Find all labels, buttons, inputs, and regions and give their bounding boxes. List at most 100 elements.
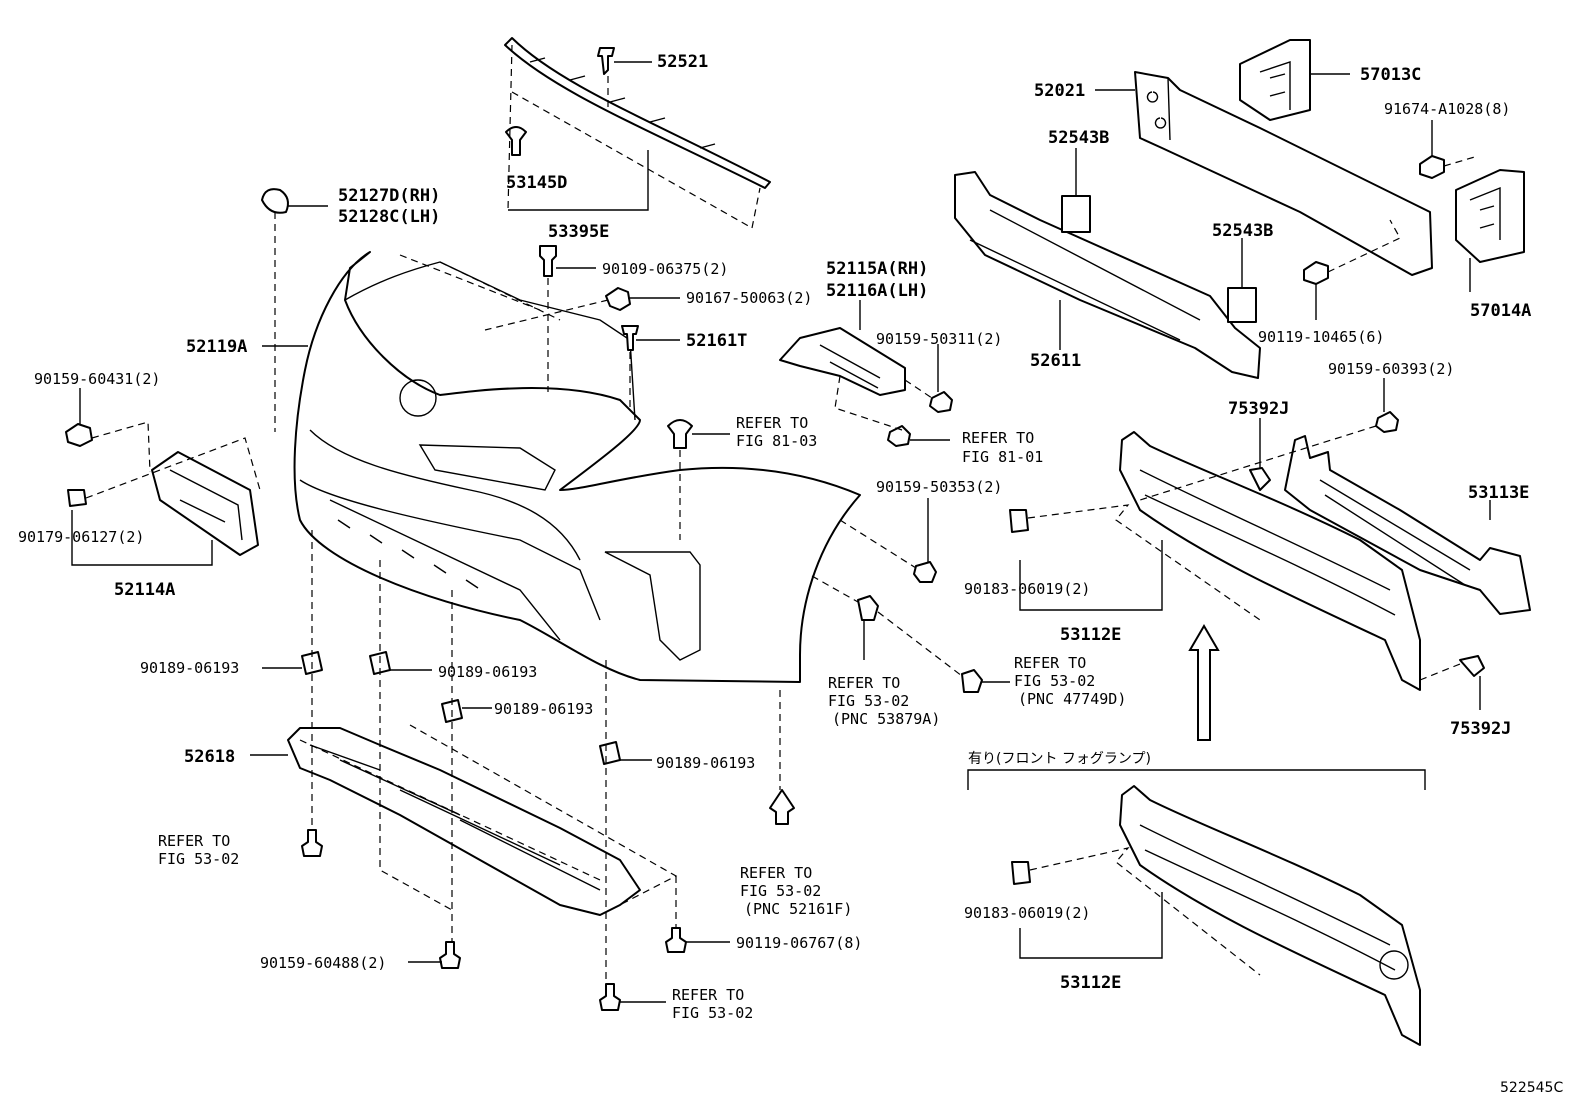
- bolt-91674-icon[interactable]: [1419, 155, 1445, 179]
- clip-52521-icon[interactable]: [597, 47, 615, 75]
- label-90183-2: 90183-06019(2): [964, 904, 1090, 922]
- bolt-90119-10465-icon[interactable]: [1303, 261, 1329, 285]
- label-fig-81-03: FIG 81-03: [736, 432, 817, 450]
- bolt-90159-50353-icon[interactable]: [913, 561, 937, 583]
- label-52115a: 52115A(RH): [826, 259, 928, 279]
- label-53112e-1: 53112E: [1060, 625, 1121, 645]
- label-90159-60431: 90159-60431(2): [34, 370, 160, 388]
- figure-code: 522545C: [1500, 1080, 1563, 1096]
- clip-47749d-icon[interactable]: [961, 669, 983, 693]
- label-refer-to-47749d: REFER TO: [1014, 654, 1086, 672]
- label-90179: 90179-06127(2): [18, 528, 144, 546]
- clip-75392j-2-icon[interactable]: [1459, 655, 1485, 677]
- bolt-90167-icon[interactable]: [605, 287, 631, 311]
- label-75392j-1: 75392J: [1228, 399, 1289, 419]
- label-fig-53-02-a: FIG 53-02: [828, 692, 909, 710]
- label-91674: 91674-A1028(8): [1384, 100, 1510, 118]
- label-90159-60488: 90159-60488(2): [260, 954, 386, 972]
- label-53112e-2: 53112E: [1060, 973, 1121, 993]
- bumper-cover-part[interactable]: [293, 251, 861, 683]
- label-52161t: 52161T: [686, 331, 747, 351]
- grille-53112e-upper-part[interactable]: [1119, 431, 1421, 691]
- grille-53112e-lower-part[interactable]: [1119, 785, 1421, 1046]
- clip-53879a-icon[interactable]: [857, 595, 879, 621]
- label-pnc-47749d: (PNC 47749D): [1018, 690, 1126, 708]
- label-52543b-1: 52543B: [1048, 128, 1109, 148]
- label-57013c: 57013C: [1360, 65, 1421, 85]
- label-53395e: 53395E: [548, 222, 609, 242]
- label-pnc-53879a: (PNC 53879A): [832, 710, 940, 728]
- label-90189-c: 90189-06193: [494, 700, 593, 718]
- label-fig-53-02-left: FIG 53-02: [158, 850, 239, 868]
- clip-75392j-1-icon[interactable]: [1249, 467, 1271, 491]
- up-arrow-icon: [1188, 624, 1220, 741]
- label-90119-06767: 90119-06767(8): [736, 934, 862, 952]
- bolt-90159-60488-icon[interactable]: [439, 941, 461, 969]
- label-refer-to-bottom: REFER TO: [672, 986, 744, 1004]
- label-fig-81-01: FIG 81-01: [962, 448, 1043, 466]
- side-bracket-52115a-part[interactable]: [779, 327, 906, 396]
- label-refer-to-8101: REFER TO: [962, 429, 1034, 447]
- label-90109: 90109-06375(2): [602, 260, 728, 278]
- label-refer-to-52161f: REFER TO: [740, 864, 812, 882]
- label-52611: 52611: [1030, 351, 1081, 371]
- label-52127d: 52127D(RH): [338, 186, 440, 206]
- nut-90183-1-icon[interactable]: [1009, 509, 1029, 533]
- label-52114a: 52114A: [114, 580, 175, 600]
- clip-90189-d-icon[interactable]: [599, 741, 621, 765]
- clip-52161f-icon[interactable]: [769, 789, 795, 825]
- label-90159-60393: 90159-60393(2): [1328, 360, 1454, 378]
- label-refer-to-53879a: REFER TO: [828, 674, 900, 692]
- bolt-fig5302-left-icon[interactable]: [301, 829, 323, 857]
- bracket-57014a-part[interactable]: [1455, 169, 1525, 263]
- label-fig-53-02-b: FIG 53-02: [1014, 672, 1095, 690]
- under-cover-52618-part[interactable]: [287, 727, 641, 916]
- label-57014a: 57014A: [1470, 301, 1531, 321]
- label-90189-b: 90189-06193: [438, 663, 537, 681]
- clip-52161t-icon[interactable]: [621, 325, 639, 351]
- license-bracket-part[interactable]: [151, 451, 259, 556]
- clip-fig8103-icon[interactable]: [667, 419, 693, 449]
- pad-52543b-2-part[interactable]: [1227, 287, 1257, 323]
- bracket-53113e-part[interactable]: [1284, 435, 1531, 615]
- label-52618: 52618: [184, 747, 235, 767]
- label-52521: 52521: [657, 52, 708, 72]
- label-53145d: 53145D: [506, 173, 567, 193]
- label-refer-to-left: REFER TO: [158, 832, 230, 850]
- label-refer-to-8103: REFER TO: [736, 414, 808, 432]
- label-52128c: 52128C(LH): [338, 207, 440, 227]
- label-fig-53-02-c: FIG 53-02: [740, 882, 821, 900]
- bolt-90159-60393-icon[interactable]: [1375, 411, 1399, 433]
- nut-90179-icon[interactable]: [67, 489, 87, 507]
- bolt-90159-50311-icon[interactable]: [929, 391, 953, 413]
- bolt-fig8101-icon[interactable]: [887, 425, 911, 447]
- label-52021: 52021: [1034, 81, 1085, 101]
- bolt-fig5302-bottom-icon[interactable]: [599, 983, 621, 1011]
- label-52119a: 52119A: [186, 337, 247, 357]
- label-90159-50311: 90159-50311(2): [876, 330, 1002, 348]
- washer-cap-52127d-icon[interactable]: [261, 188, 289, 214]
- label-90183-1: 90183-06019(2): [964, 580, 1090, 598]
- absorber-52611-part[interactable]: [954, 171, 1261, 379]
- nut-90183-2-icon[interactable]: [1011, 861, 1031, 885]
- bolt-90109-icon[interactable]: [539, 245, 557, 277]
- label-53113e: 53113E: [1468, 483, 1529, 503]
- bracket-57013c-part[interactable]: [1239, 39, 1311, 121]
- label-fig-53-02-bottom: FIG 53-02: [672, 1004, 753, 1022]
- reinforcement-52021-part[interactable]: [1134, 71, 1433, 276]
- label-90189-d: 90189-06193: [656, 754, 755, 772]
- label-90159-50353: 90159-50353(2): [876, 478, 1002, 496]
- label-52543b-2: 52543B: [1212, 221, 1273, 241]
- label-90167: 90167-50063(2): [686, 289, 812, 307]
- pad-52543b-1-part[interactable]: [1061, 195, 1091, 233]
- bolt-90159-60431-icon[interactable]: [65, 423, 93, 447]
- label-90189-a: 90189-06193: [140, 659, 239, 677]
- clip-53145d-icon[interactable]: [505, 126, 527, 156]
- bolt-90119-06767-icon[interactable]: [665, 927, 687, 953]
- upper-retainer-part[interactable]: [504, 37, 771, 189]
- label-pnc-52161f: (PNC 52161F): [744, 900, 852, 918]
- label-75392j-2: 75392J: [1450, 719, 1511, 739]
- label-90119-10465: 90119-10465(6): [1258, 328, 1384, 346]
- label-52116a: 52116A(LH): [826, 281, 928, 301]
